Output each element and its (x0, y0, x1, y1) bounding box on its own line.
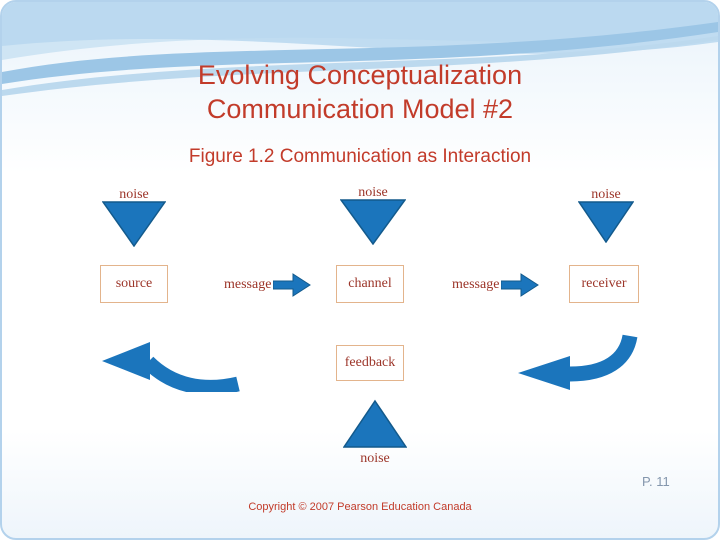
noise-label-right: noise (591, 187, 621, 202)
feedback-curved-arrow-right (518, 334, 638, 390)
message-right-arrow-icon (501, 273, 540, 297)
message-left-label: message (224, 277, 272, 292)
noise-triangle-up-bottom (343, 399, 407, 448)
feedback-curved-arrow-left (102, 342, 240, 392)
noise-triangle-down-center (340, 199, 406, 245)
message-left-arrow-icon (273, 273, 312, 297)
noise-triangle-down-left (102, 201, 166, 247)
page-title: Evolving Conceptualization Communication… (2, 58, 718, 126)
source-box: source (100, 265, 168, 303)
noise-label-left: noise (119, 187, 149, 202)
receiver-box: receiver (569, 265, 639, 303)
title-line-1: Evolving Conceptualization (197, 60, 523, 90)
message-right-group: message (452, 272, 540, 298)
figure-caption: Figure 1.2 Communication as Interaction (188, 146, 532, 167)
noise-label-center: noise (358, 185, 388, 200)
noise-label-bottom: noise (360, 451, 390, 466)
title-line-2: Communication Model #2 (206, 94, 514, 124)
noise-triangle-down-right (578, 201, 634, 243)
page-number: P. 11 (642, 474, 670, 489)
message-left-group: message (224, 272, 312, 298)
copyright-text: Copyright © 2007 Pearson Education Canad… (248, 501, 472, 513)
feedback-box: feedback (336, 345, 404, 381)
message-right-label: message (452, 277, 500, 292)
channel-box: channel (336, 265, 404, 303)
